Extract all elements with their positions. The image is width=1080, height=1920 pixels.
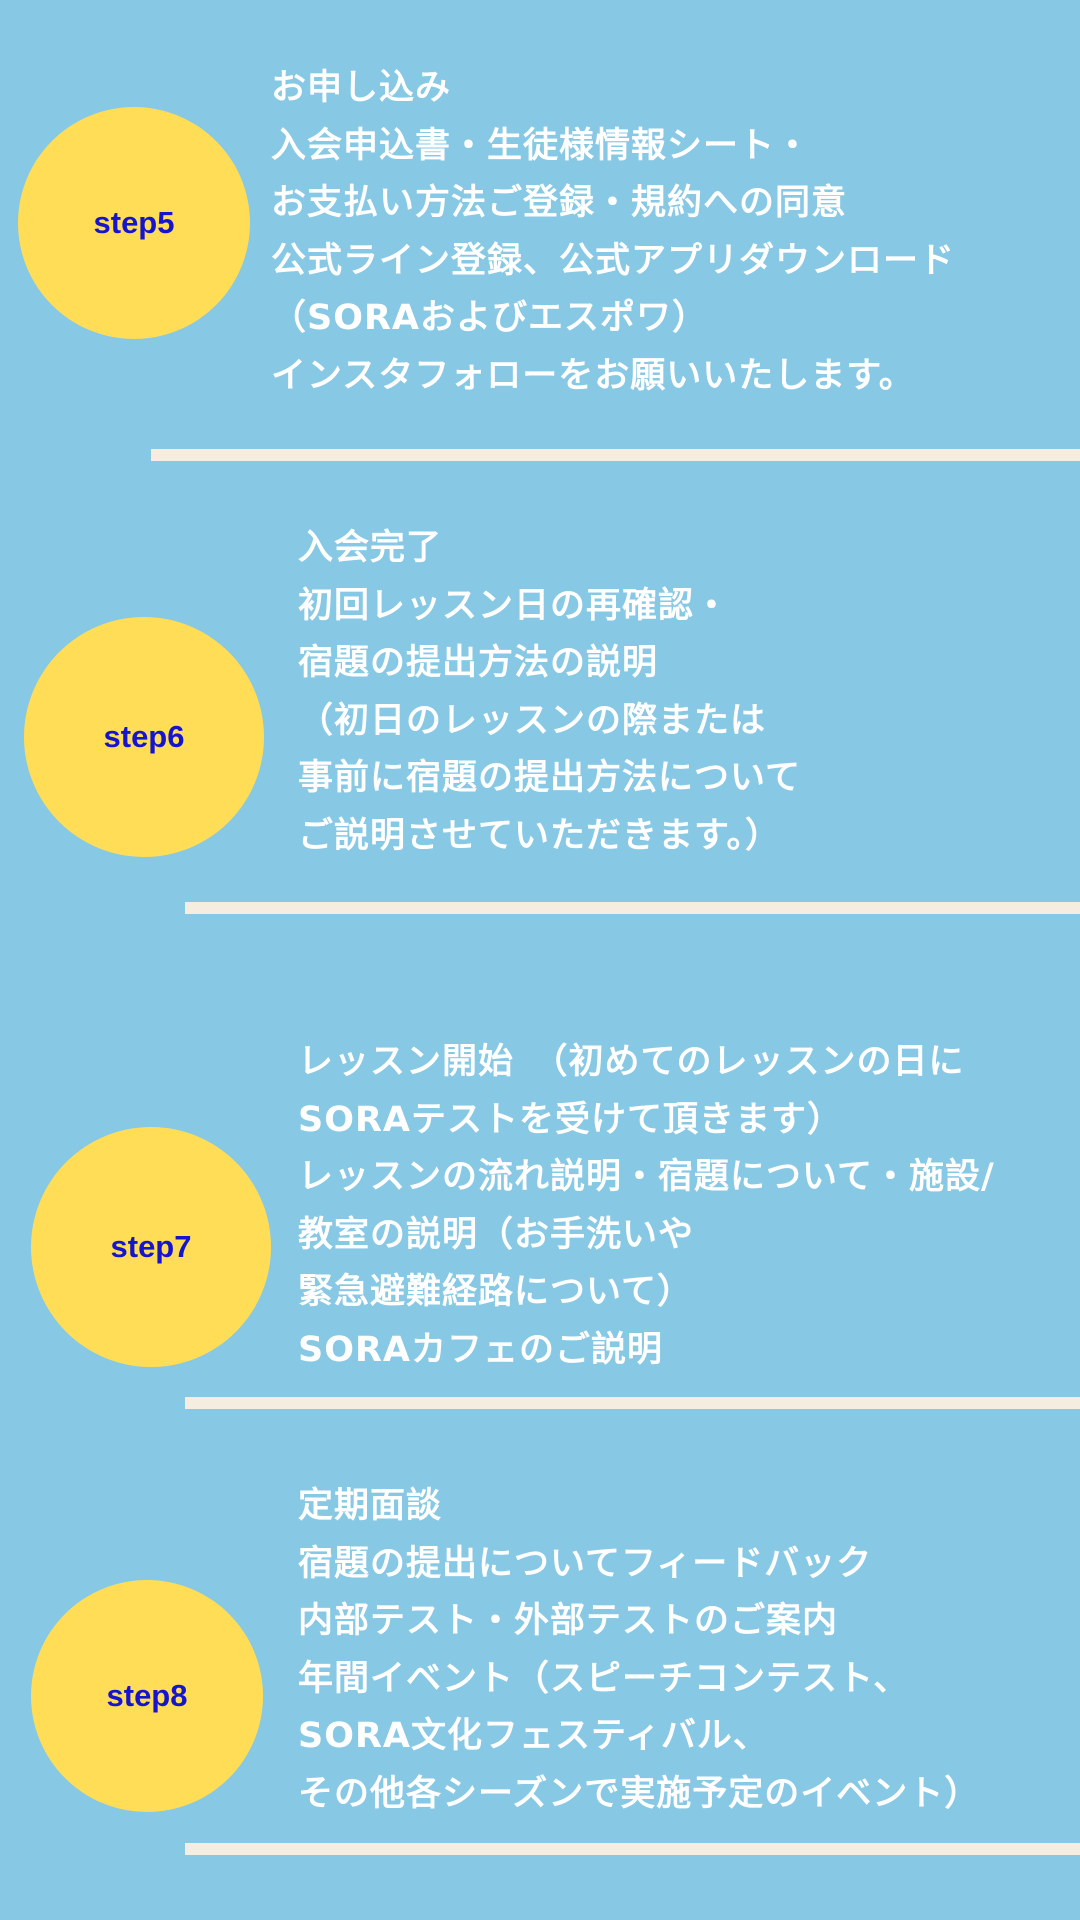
- divider: [185, 902, 1080, 914]
- text-line: 教室の説明（お手洗いや: [298, 1214, 695, 1255]
- step-label: step8: [106, 1678, 188, 1713]
- divider: [185, 1397, 1080, 1409]
- text-line: レッスン開始 （初めてのレッスンの日に: [298, 1042, 965, 1082]
- step6-description: 入会完了 初回レッスン日の再確認・ 宿題の提出方法の説明 （初日のレッスンの際ま…: [298, 520, 801, 865]
- step-label: step7: [110, 1229, 192, 1264]
- text-line: 内部テスト・外部テストのご案内: [298, 1601, 839, 1641]
- text-line: インスタフォローをお願いいたします。: [271, 355, 915, 396]
- text-line: 初回レッスン日の再確認・: [298, 585, 731, 626]
- step7-badge: step7: [31, 1127, 271, 1367]
- step8-description: 定期面談 宿題の提出についてフィードバック 内部テスト・外部テストのご案内 年間…: [298, 1478, 980, 1823]
- step-label: step6: [103, 719, 185, 754]
- divider: [151, 449, 1080, 461]
- text-line: （初日のレッスンの際または: [298, 700, 767, 741]
- text-line: お支払い方法ご登録・規約への同意: [271, 183, 848, 223]
- text-line: その他各シーズンで実施予定のイベント）: [298, 1773, 981, 1814]
- text-line: 入会申込書・生徒様情報シート・: [271, 125, 812, 166]
- step8-badge: step8: [31, 1580, 263, 1812]
- text-line: 年間イベント（スピーチコンテスト、: [298, 1658, 910, 1699]
- step6-badge: step6: [24, 617, 264, 857]
- text-line: 宿題の提出についてフィードバック: [298, 1543, 873, 1584]
- text-line: 入会完了: [298, 528, 443, 568]
- step5-description: お申し込み 入会申込書・生徒様情報シート・ お支払い方法ご登録・規約への同意 公…: [271, 60, 955, 405]
- text-line: 宿題の提出方法の説明: [298, 643, 659, 683]
- text-line: SORAカフェのご説明: [298, 1329, 663, 1370]
- step-label: step5: [93, 205, 175, 240]
- text-line: 公式ライン登録、公式アプリダウンロード: [271, 240, 956, 281]
- text-line: ご説明させていただきます。）: [298, 815, 782, 856]
- text-line: SORAテストを受けて頂きます）: [298, 1099, 844, 1140]
- text-line: SORA文化フェスティバル、: [298, 1716, 769, 1756]
- text-line: 緊急避難経路について）: [298, 1272, 693, 1312]
- text-line: レッスンの流れ説明・宿題について・施設/: [298, 1157, 995, 1197]
- text-line: 定期面談: [298, 1486, 443, 1526]
- step5-badge: step5: [18, 107, 250, 339]
- divider: [185, 1843, 1080, 1855]
- step7-description: レッスン開始 （初めてのレッスンの日に SORAテストを受けて頂きます） レッス…: [298, 1034, 995, 1379]
- text-line: お申し込み: [271, 68, 452, 108]
- text-line: （SORAおよびエスポワ）: [271, 298, 708, 338]
- text-line: 事前に宿題の提出方法について: [298, 758, 801, 798]
